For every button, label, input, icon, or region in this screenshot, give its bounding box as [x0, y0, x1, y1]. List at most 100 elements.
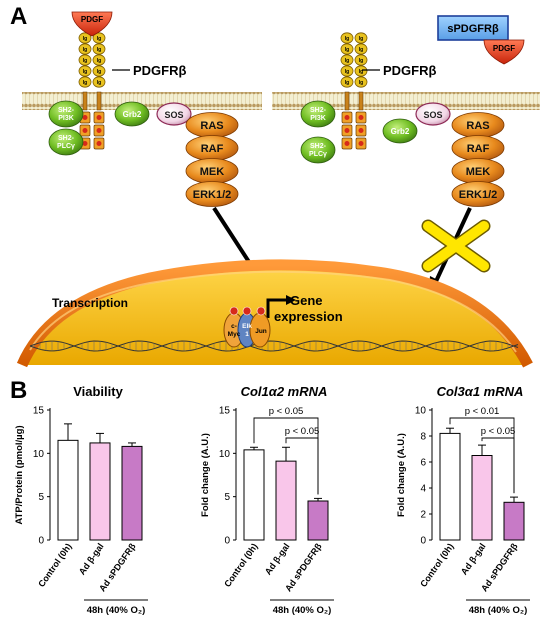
ig-domain	[78, 43, 92, 55]
phosphotyrosine-icon	[96, 115, 102, 120]
group-label: 48h (40% O₂)	[87, 605, 146, 616]
sh2-pi3k-line: PI3K	[310, 115, 326, 122]
phosphotyrosine-icon	[344, 128, 350, 133]
sh2-plcg-node-right	[300, 136, 336, 164]
sos-node-right	[415, 102, 451, 126]
sh2-pi3k-line: SH2-	[58, 107, 75, 114]
sh2-pi3k-label-left: SH2-PI3K	[58, 107, 75, 122]
ig-domain	[354, 43, 368, 55]
ig-domain	[78, 54, 92, 66]
ig-domain-label: Ig	[345, 36, 349, 42]
pdgf-ligand-label: PDGF	[81, 15, 103, 24]
ig-domain	[92, 54, 106, 66]
ig-domain	[92, 76, 106, 88]
kinase-label: RAS	[200, 120, 223, 132]
sh2-pi3k-line: PI3K	[58, 115, 74, 122]
y-tick-label: 10	[219, 449, 231, 460]
ig-domain-label: Ig	[345, 80, 349, 86]
kinase-label: RAF	[201, 143, 224, 155]
receptor-label-left: PDGFRβ	[133, 63, 187, 78]
bar	[243, 449, 265, 541]
sos-label-left: SOS	[164, 110, 183, 120]
significance-label: p < 0.05	[269, 406, 304, 417]
nucleus	[16, 259, 533, 368]
soluble-receptor-box	[437, 15, 509, 41]
pdgf-ligand-label-right: PDGF	[493, 44, 515, 53]
gene-expression-line-1: Gene	[290, 293, 323, 308]
phosphotyrosine-icon	[344, 115, 350, 120]
significance-label: p < 0.01	[465, 406, 500, 417]
y-tick-label: 10	[33, 449, 45, 460]
y-axis-label: Fold change (A.U.)	[396, 433, 407, 517]
pdgf-ligand-icon	[483, 39, 525, 65]
sh2-plcg-line: PLCγ	[309, 151, 327, 158]
ig-domain-label: Ig	[97, 80, 101, 86]
y-tick-label: 15	[33, 406, 45, 417]
x-tick-label: Ad β-gal	[263, 541, 292, 576]
transmembrane-segment	[344, 91, 350, 111]
y-tick-label: 0	[420, 536, 426, 547]
transmembrane-segment	[96, 91, 102, 111]
sh2-plcg-label-right: SH2-PLCγ	[309, 143, 327, 158]
block-x-stroke	[423, 221, 489, 271]
gene-expression-line-2: expression	[274, 309, 343, 324]
ig-domain	[92, 43, 106, 55]
phosphotyrosine-icon	[82, 141, 88, 146]
kinase-label: RAS	[466, 120, 489, 132]
phosphotyrosine-icon	[96, 128, 102, 133]
elk-1-line: 1	[245, 331, 249, 338]
sos-node-left	[156, 102, 192, 126]
sh2-pi3k-line: SH2-	[310, 107, 327, 114]
soluble-receptor-label: sPDGFRβ	[447, 23, 499, 35]
ig-domain	[78, 32, 92, 44]
phosphotyrosine-icon	[358, 141, 364, 146]
chart-title: Col1α2 mRNA	[241, 384, 328, 399]
transmembrane-segment	[82, 91, 88, 111]
grb2-label-right: Grb2	[391, 127, 410, 136]
x-tick-label: Ad β-gal	[459, 541, 488, 576]
bar	[439, 432, 461, 541]
transcription-start-arrowhead	[286, 295, 296, 305]
y-tick-label: 0	[38, 536, 44, 547]
phosphotyrosine-icon	[358, 128, 364, 133]
ig-domain	[354, 54, 368, 66]
significance-label: p < 0.05	[481, 426, 516, 437]
grb2-node-left	[114, 101, 150, 127]
bar	[57, 439, 79, 541]
kinase-label: MEK	[466, 166, 491, 178]
kinase-node	[185, 181, 239, 207]
ig-domain	[354, 65, 368, 77]
y-tick-label: 4	[420, 484, 426, 495]
ig-domain-label: Ig	[359, 36, 363, 42]
ig-domain	[92, 32, 106, 44]
ig-domain-label: Ig	[359, 47, 363, 53]
dna-strand	[29, 340, 519, 352]
ig-domain-label: Ig	[345, 58, 349, 64]
nuclear-envelope-highlight	[29, 270, 517, 353]
sh2-pi3k-label-right: SH2-PI3K	[310, 107, 327, 122]
phospho-p-icon	[242, 306, 252, 316]
pdgf-ligand-icon	[71, 11, 113, 37]
ig-domain-label: Ig	[359, 80, 363, 86]
phosphotyrosine-icon	[358, 115, 364, 120]
ig-domain	[78, 76, 92, 88]
y-axis-label: ATP/Protein (pmol/µg)	[14, 425, 25, 524]
sh2-plcg-line: SH2-	[310, 143, 327, 150]
y-tick-label: 6	[420, 458, 426, 469]
bar	[89, 442, 111, 541]
sh2-plcg-line: SH2-	[58, 135, 75, 142]
y-axis-label: Fold change (A.U.)	[200, 433, 211, 517]
ig-domain-label: Ig	[83, 36, 87, 42]
group-label: 48h (40% O₂)	[273, 605, 332, 616]
significance-bracket	[285, 437, 319, 495]
